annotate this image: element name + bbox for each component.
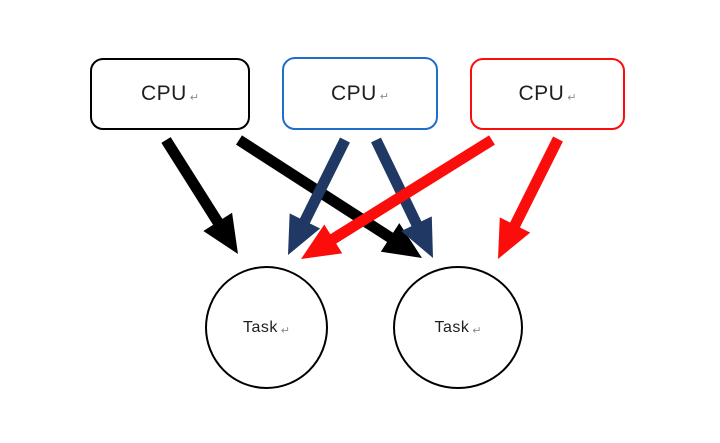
- node-cpu-left: CPU ↵: [90, 58, 250, 130]
- paragraph-mark-icon: ↵: [379, 91, 390, 103]
- node-task-left-label: Task: [242, 318, 278, 336]
- arrow-cpu-right-to-task-right: [498, 136, 563, 259]
- paragraph-mark-icon: ↵: [280, 325, 291, 337]
- node-task-right: Task ↵: [393, 266, 523, 389]
- paragraph-mark-icon: ↵: [189, 91, 200, 104]
- arrow-cpu-left-to-task-left: [161, 137, 238, 254]
- arrow-cpu-mid-to-task-right: [371, 137, 433, 258]
- node-cpu-middle: CPU ↵: [282, 57, 438, 130]
- arrow-cpu-mid-to-task-left: [288, 137, 350, 255]
- node-cpu-right-label: CPU: [518, 82, 565, 105]
- node-cpu-right: CPU ↵: [470, 58, 625, 130]
- node-cpu-middle-label: CPU: [330, 81, 377, 105]
- paragraph-mark-icon: ↵: [567, 91, 577, 104]
- arrow-cpu-right-to-task-left: [301, 135, 495, 259]
- node-cpu-left-label: CPU: [140, 82, 187, 105]
- paragraph-mark-icon: ↵: [472, 325, 482, 337]
- node-task-left: Task ↵: [205, 266, 328, 389]
- node-task-right-label: Task: [434, 318, 470, 336]
